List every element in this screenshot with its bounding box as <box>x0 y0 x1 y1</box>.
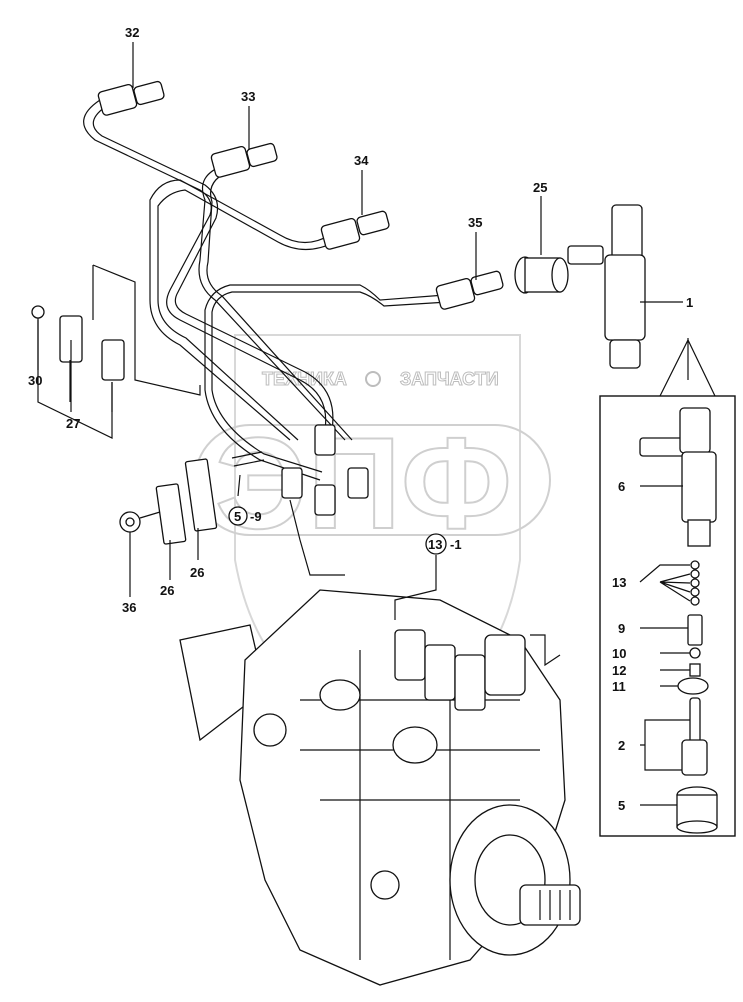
callout-5-9-circle <box>228 506 248 526</box>
callout-13-1-number: 13 <box>428 537 442 552</box>
callout-34: 34 <box>354 153 369 168</box>
callout-12: 12 <box>612 663 626 678</box>
callout-5-9-number: 5 <box>234 509 241 524</box>
clamp-plate-26 <box>155 483 187 545</box>
callout-10: 10 <box>612 646 626 661</box>
injection-pump <box>179 589 581 986</box>
callout-32: 32 <box>125 25 139 40</box>
callout-9: 9 <box>618 621 625 636</box>
callout-2: 2 <box>618 738 625 753</box>
callout-6: 6 <box>618 479 625 494</box>
callout-30: 30 <box>28 373 42 388</box>
callout-26-plate: 26 <box>160 583 174 598</box>
pipe-nut-33 <box>210 145 251 178</box>
injection-pipes <box>83 99 449 481</box>
seal-25 <box>514 256 569 294</box>
callout-27: 27 <box>66 416 80 431</box>
detail-box <box>599 338 736 837</box>
callout-13-1-suffix: -1 <box>450 537 462 552</box>
callout-labels: 32 33 34 35 25 1 30 27 5 -9 26 26 36 13 … <box>28 25 693 813</box>
callout-5: 5 <box>618 798 625 813</box>
leader-lines <box>37 42 691 806</box>
injector-1 <box>567 204 646 369</box>
pipe-nut-35 <box>435 277 476 310</box>
callout-13: 13 <box>612 575 626 590</box>
callout-5-9-suffix: -9 <box>250 509 262 524</box>
callout-35: 35 <box>468 215 482 230</box>
pipe-nut-34 <box>320 217 361 250</box>
watermark-right-text: ЗАПЧАСТИ <box>400 369 499 389</box>
callout-1: 1 <box>686 295 693 310</box>
callout-33: 33 <box>241 89 255 104</box>
callout-11: 11 <box>612 679 626 694</box>
callout-26-clamp: 26 <box>190 565 204 580</box>
bolt-30 <box>31 305 45 319</box>
clamps <box>31 264 265 545</box>
callout-36: 36 <box>122 600 136 615</box>
pipe-nuts <box>97 80 504 516</box>
gear-icon <box>365 371 381 387</box>
pipe-nut-32 <box>97 83 138 116</box>
callout-13-1-circle <box>425 533 447 555</box>
callout-25: 25 <box>533 180 547 195</box>
